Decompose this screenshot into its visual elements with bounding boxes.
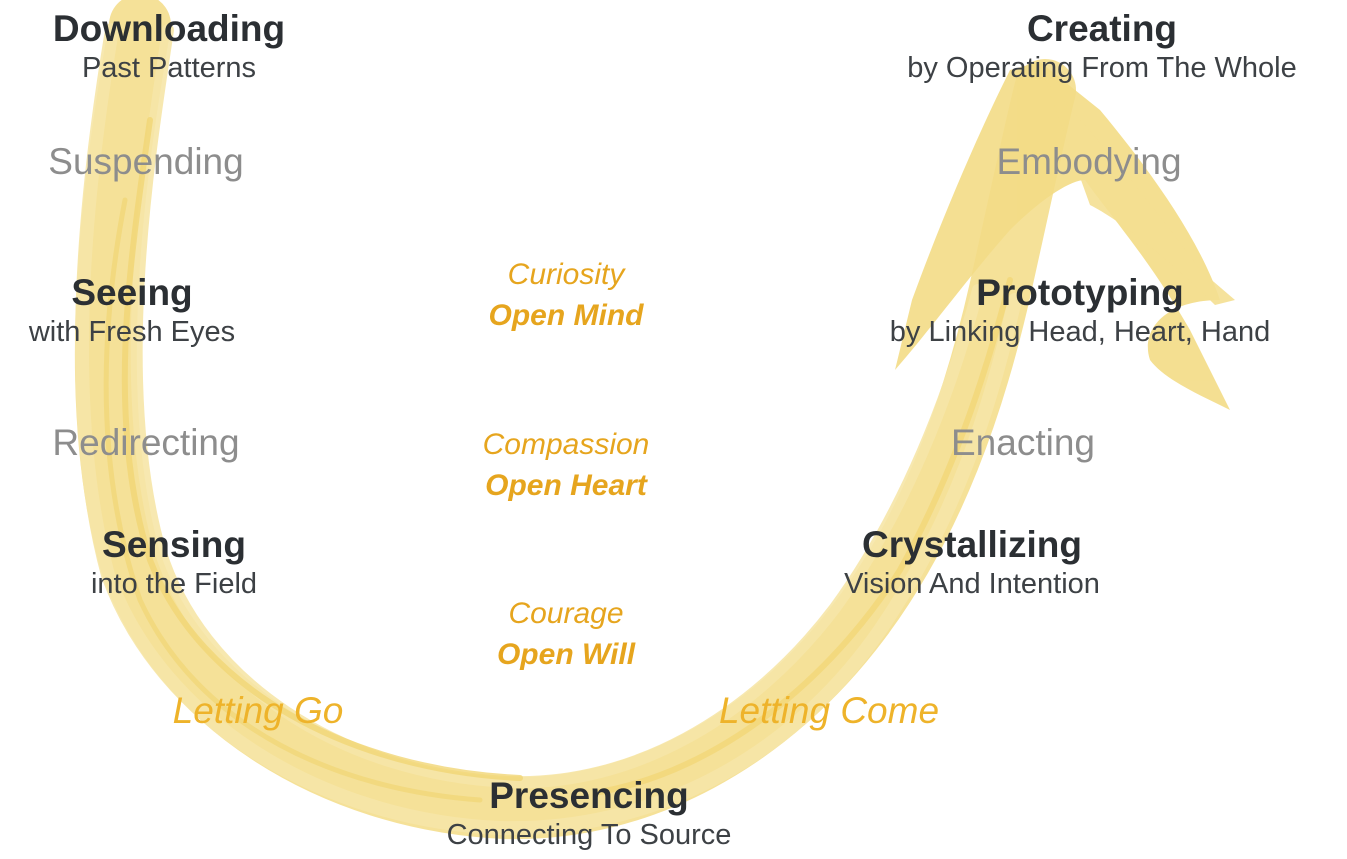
stage-sensing: Sensing into the Field: [91, 524, 257, 601]
transition-enacting: Enacting: [951, 422, 1095, 463]
u-curve-edge-outer: [75, 23, 1022, 836]
stage-title: Downloading: [52, 8, 286, 49]
stage-seeing: Seeing with Fresh Eyes: [29, 272, 235, 349]
stage-subtitle: Past Patterns: [81, 51, 257, 84]
phase-letting-go: Letting Go: [172, 690, 344, 731]
inner-open-heart: Compassion Open Heart: [483, 425, 650, 506]
stage-creating: Creating by Operating From The Whole: [907, 8, 1297, 85]
stage-title: Creating: [1026, 8, 1178, 49]
stage-downloading: Downloading Past Patterns: [53, 8, 285, 85]
stage-presencing: Presencing Connecting To Source: [447, 775, 732, 852]
inner-opening: Open Will: [496, 637, 636, 671]
inner-quality: Courage: [508, 597, 624, 630]
inner-quality: Compassion: [482, 428, 650, 461]
phase-letting-come: Letting Come: [718, 690, 940, 731]
transition-embodying: Embodying: [996, 141, 1182, 182]
stage-title: Sensing: [102, 524, 246, 565]
stage-subtitle: by Linking Head, Heart, Hand: [889, 315, 1271, 348]
stage-subtitle: with Fresh Eyes: [28, 315, 236, 348]
stage-subtitle: Vision And Intention: [844, 567, 1100, 600]
inner-opening: Open Mind: [488, 298, 644, 332]
inner-open-mind: Curiosity Open Mind: [489, 255, 644, 336]
stage-title: Prototyping: [976, 272, 1184, 313]
stage-title: Presencing: [489, 775, 689, 816]
inner-open-will: Courage Open Will: [497, 594, 635, 675]
stage-subtitle: by Operating From The Whole: [907, 51, 1297, 84]
u-curve-edge-inner: [130, 24, 984, 789]
stage-subtitle: into the Field: [90, 567, 258, 600]
stage-crystallizing: Crystallizing Vision And Intention: [844, 524, 1100, 601]
u-curve-streak-1: [121, 117, 523, 781]
transition-redirecting: Redirecting: [52, 422, 240, 463]
stage-title: Crystallizing: [862, 524, 1082, 565]
transition-suspending: Suspending: [48, 141, 244, 182]
u-curve-streak-2: [103, 197, 483, 803]
u-curve-arrowhead: [895, 62, 1235, 410]
stage-subtitle: Connecting To Source: [446, 818, 732, 851]
inner-opening: Open Heart: [485, 468, 647, 502]
stage-prototyping: Prototyping by Linking Head, Heart, Hand: [890, 272, 1270, 349]
u-curve-streak-3: [597, 277, 1013, 795]
stage-title: Seeing: [71, 272, 193, 313]
inner-quality: Curiosity: [507, 258, 625, 291]
